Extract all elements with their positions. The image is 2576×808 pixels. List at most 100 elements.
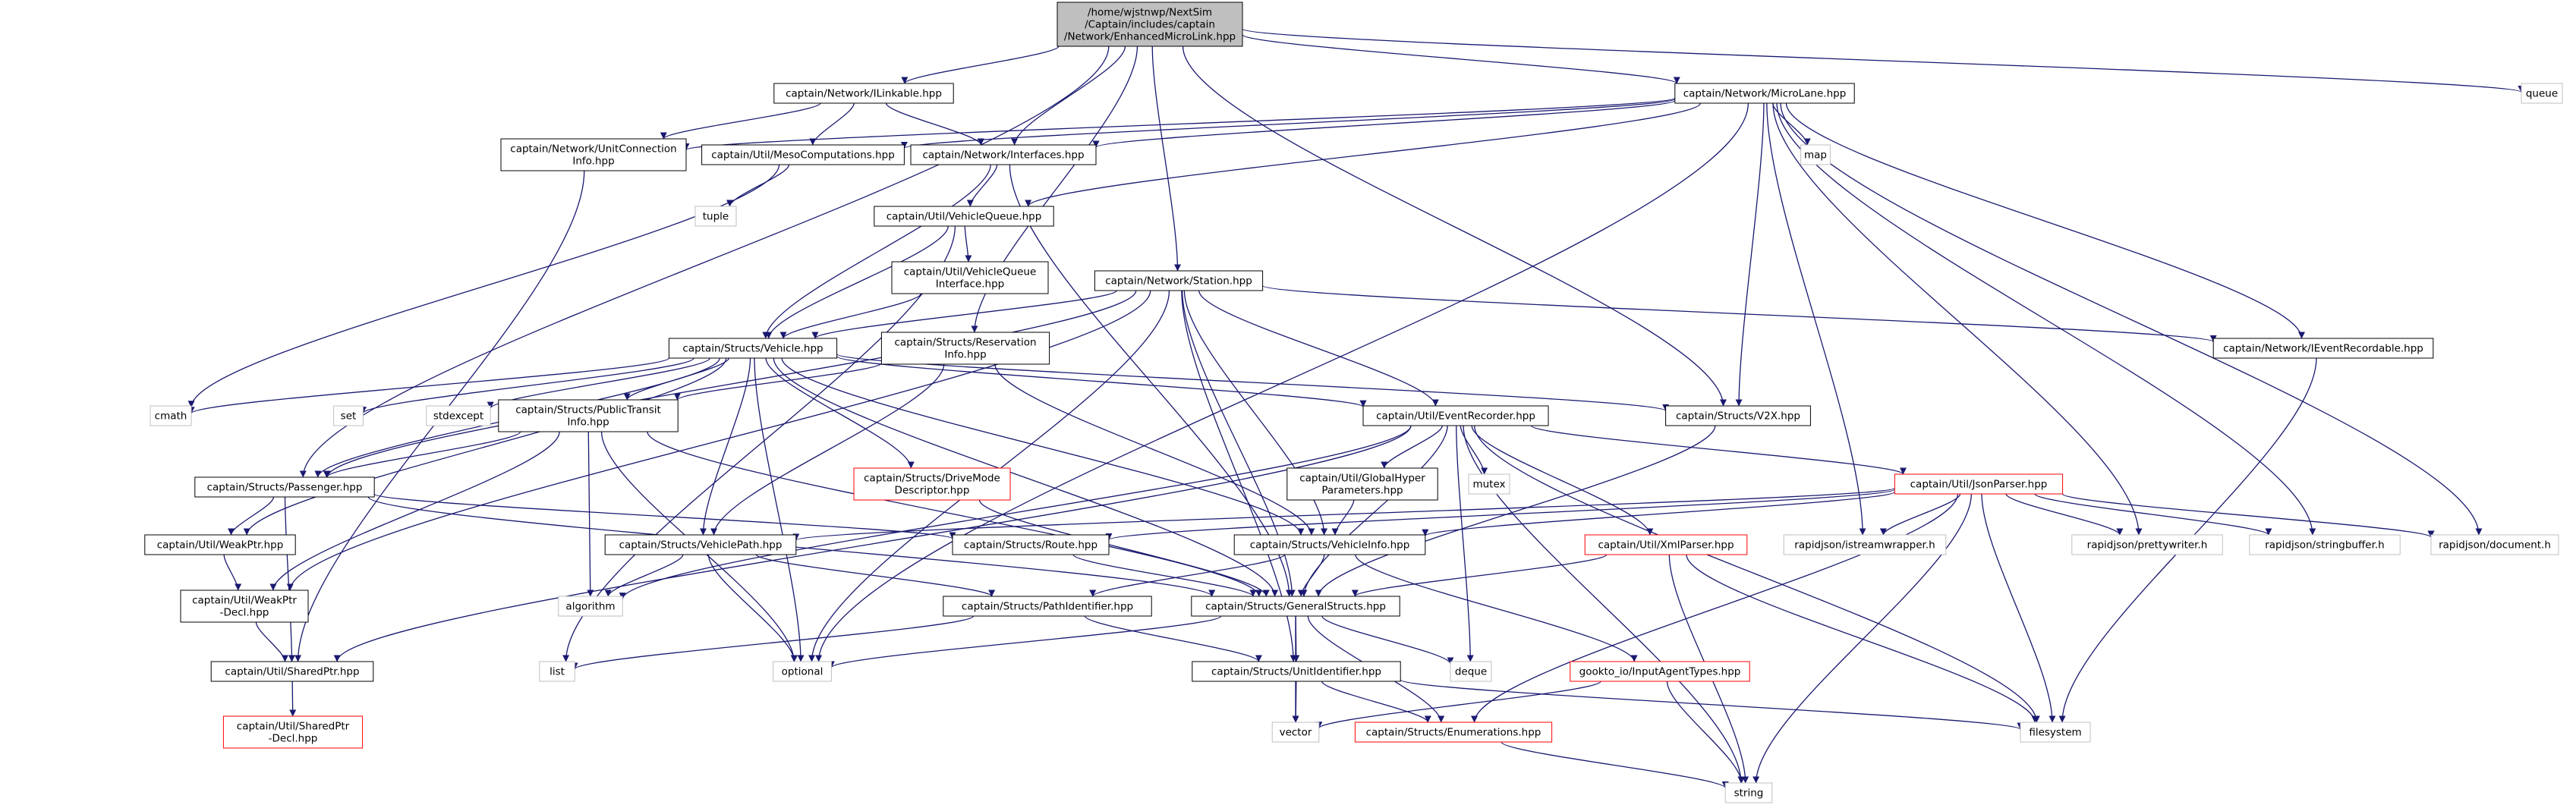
node-label: rapidjson/istreamwrapper.h: [1794, 539, 1935, 551]
node-label: captain/Structs/V2X.hpp: [1676, 410, 1800, 422]
edge-passenger-to-weakptr: [228, 496, 275, 536]
node-xmlparser[interactable]: captain/Util/XmlParser.hpp: [1584, 534, 1748, 555]
node-box: [668, 338, 838, 359]
node-box: [874, 206, 1054, 227]
node-vpath[interactable]: captain/Structs/VehiclePath.hpp: [604, 534, 797, 555]
node-vinfo[interactable]: captain/Structs/VehicleInfo.hpp: [1233, 534, 1426, 555]
node-ieventrec[interactable]: captain/Network/IEventRecordable.hpp: [2212, 338, 2434, 359]
node-label: captain/Util/XmlParser.hpp: [1598, 539, 1734, 551]
edge-station-to-unitid: [1181, 290, 1297, 662]
node-box: [1800, 144, 1831, 165]
edge-microlane-to-interfaces: [1092, 99, 1676, 148]
edge-vqiface-to-vehicle: [779, 293, 922, 339]
edge-microlane-to-optional: [815, 102, 1749, 662]
node-rjpretty: rapidjson/prettywriter.h: [2071, 534, 2223, 555]
edge-vpath-to-optional: [707, 554, 798, 662]
node-box: [1094, 270, 1264, 291]
node-ilinkable[interactable]: captain/Network/ILinkable.hpp: [773, 83, 954, 104]
node-box: [853, 467, 1011, 501]
edge-eventrec-to-jsonparser: [1530, 425, 1907, 475]
node-unitid[interactable]: captain/Structs/UnitIdentifier.hpp: [1192, 661, 1401, 682]
node-box: [2521, 83, 2563, 104]
edge-globalhyper-to-vinfo: [1331, 499, 1355, 536]
node-interfaces[interactable]: captain/Network/Interfaces.hpp: [910, 144, 1097, 165]
node-box: [498, 399, 679, 432]
node-box: [144, 534, 296, 555]
edge-eventrec-to-mutex: [1460, 425, 1488, 475]
edge-eventrec-to-string: [1463, 425, 1745, 784]
node-label: captain/Util/SharedPtr: [237, 720, 350, 732]
node-label: captain/Network/Station.hpp: [1105, 275, 1252, 287]
node-label: captain/Util/MesoComputations.hpp: [711, 149, 895, 161]
edge-vehicle-to-vpath: [699, 357, 751, 536]
node-box: [910, 144, 1097, 165]
node-stdexcept: stdexcept: [426, 405, 491, 426]
node-box: [1271, 722, 1320, 743]
node-label: -Decl.hpp: [220, 606, 269, 618]
node-box: [604, 534, 797, 555]
node-weakptr[interactable]: captain/Util/WeakPtr.hpp: [144, 534, 296, 555]
node-pathid[interactable]: captain/Structs/PathIdentifier.hpp: [943, 596, 1152, 617]
node-label: captain/Util/WeakPtr.hpp: [157, 539, 284, 551]
node-vehicle[interactable]: captain/Structs/Vehicle.hpp: [668, 338, 838, 359]
node-box: [952, 534, 1110, 555]
node-sharedptr[interactable]: captain/Util/SharedPtr.hpp: [210, 661, 374, 682]
node-label: Info.hpp: [572, 155, 614, 167]
node-box: [1783, 534, 1947, 555]
edge-pubtransit-to-passenger: [323, 431, 521, 478]
node-algorithm: algorithm: [558, 596, 623, 617]
edge-eventrec-to-algorithm: [619, 425, 1412, 600]
node-label: captain/Util/VehicleQueue: [904, 266, 1037, 278]
edge-station-to-eventrec: [1198, 290, 1439, 407]
edge-pathid-to-unitid: [1084, 615, 1262, 662]
node-route[interactable]: captain/Structs/Route.hpp: [952, 534, 1110, 555]
node-passenger[interactable]: captain/Structs/Passenger.hpp: [194, 476, 375, 498]
node-jsonparser[interactable]: captain/Util/JsonParser.hpp: [1894, 473, 2064, 495]
edge-vinfo-to-pathid: [1089, 554, 1285, 597]
node-box: [1894, 473, 2064, 495]
node-box: [333, 405, 364, 426]
node-box: [1570, 661, 1750, 682]
edge-root-to-interfaces: [1011, 46, 1126, 146]
node-v2x[interactable]: captain/Structs/V2X.hpp: [1665, 405, 1811, 426]
node-box: [1665, 405, 1811, 426]
node-microlane[interactable]: captain/Network/MicroLane.hpp: [1674, 83, 1855, 104]
edge-unitid-to-enumerations: [1321, 681, 1431, 723]
node-box: [1450, 661, 1492, 682]
node-weakptrdecl[interactable]: captain/Util/WeakPtr-Decl.hpp: [180, 589, 309, 623]
node-eventrec[interactable]: captain/Util/EventRecorder.hpp: [1362, 405, 1549, 426]
node-vqueue[interactable]: captain/Util/VehicleQueue.hpp: [874, 206, 1054, 227]
node-box: [2020, 722, 2091, 743]
node-label: cmath: [155, 410, 187, 422]
node-label: captain/Structs/PathIdentifier.hpp: [962, 600, 1133, 612]
node-general[interactable]: captain/Structs/GeneralStructs.hpp: [1191, 596, 1400, 617]
node-box: [194, 476, 375, 498]
node-label: captain/Network/Interfaces.hpp: [922, 149, 1084, 161]
edge-jsonparser-to-vpath: [792, 487, 1896, 541]
node-label: captain/Structs/DriveMode: [864, 472, 1000, 484]
node-meso[interactable]: captain/Util/MesoComputations.hpp: [701, 144, 905, 165]
edge-microlane-to-rjistream: [1766, 102, 1866, 536]
edge-general-to-deque: [1321, 615, 1454, 665]
node-label: captain/Structs/Reservation: [894, 336, 1036, 348]
edge-jsonparser-to-string: [1752, 493, 1972, 784]
node-enumerations[interactable]: captain/Structs/Enumerations.hpp: [1354, 722, 1553, 743]
edge-gookto-to-vector: [1315, 681, 1601, 729]
edge-ilinkable-to-unitconn: [660, 102, 821, 140]
node-station[interactable]: captain/Network/Station.hpp: [1094, 270, 1264, 291]
edge-station-to-vehicle: [811, 290, 1117, 339]
node-shareddecl[interactable]: captain/Util/SharedPtr-Decl.hpp: [222, 715, 364, 749]
node-root[interactable]: /home/wjstnwp/NextSim/Captain/includes/c…: [1057, 2, 1243, 47]
edge-passenger-to-route: [373, 493, 956, 539]
edge-microlane-to-map: [1772, 102, 1811, 146]
node-label: /Network/EnhancedMicroLink.hpp: [1064, 30, 1236, 42]
edge-microlane-to-rjpretty: [1772, 102, 2143, 536]
node-gookto[interactable]: gookto_io/InputAgentTypes.hpp: [1570, 661, 1750, 682]
edge-root-to-microlane: [1242, 34, 1680, 84]
